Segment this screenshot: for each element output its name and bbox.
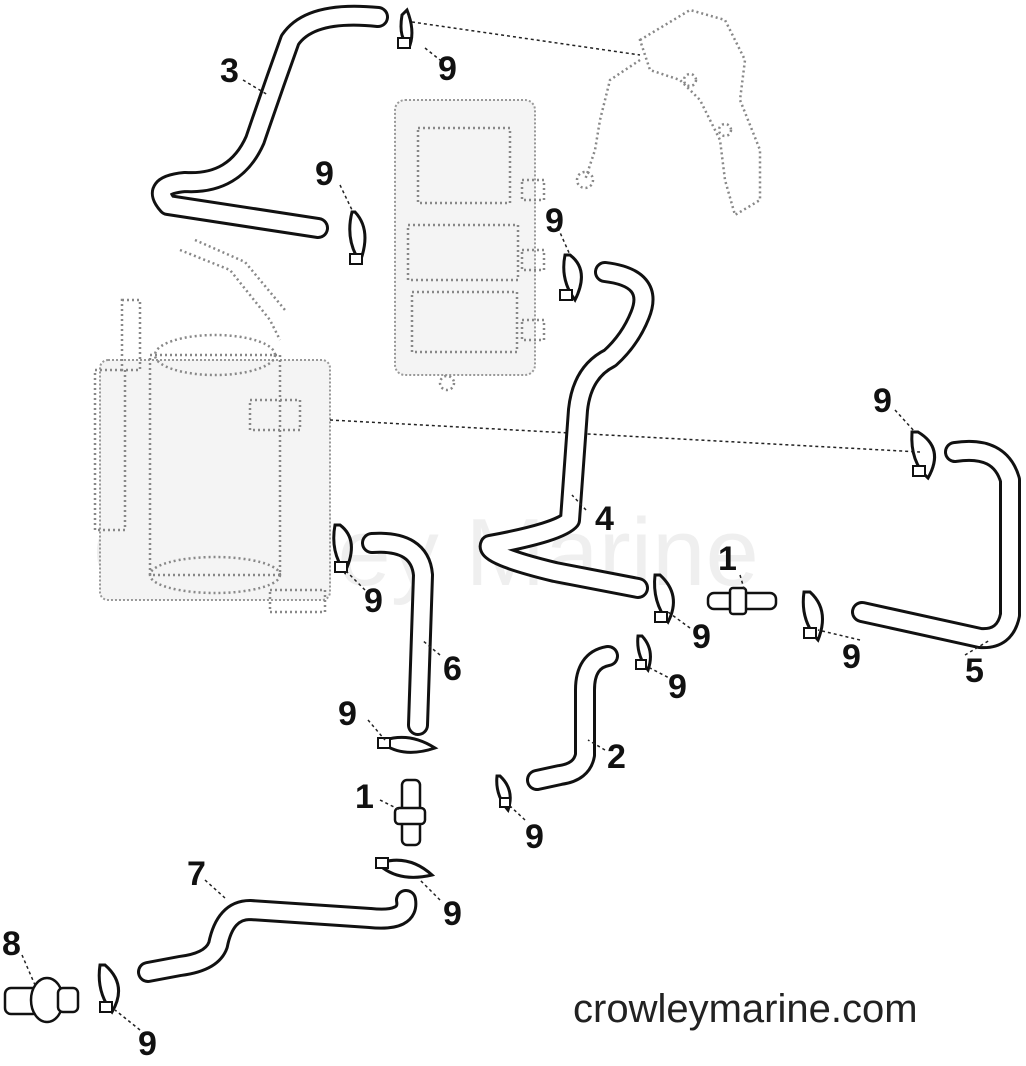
site-url: crowleymarine.com: [573, 987, 918, 1031]
ecu-module: [394, 99, 546, 392]
hose-6: [361, 531, 434, 736]
fitting-8: [3, 976, 80, 1024]
callout-labels: 3 9 9 9 9 4 1 9 9 9 5 9 6 2 9 9 1 9 7 8 …: [2, 50, 984, 1063]
connector-1-right: [706, 586, 778, 616]
callout-9-lower: 9: [525, 818, 544, 856]
callout-9-mid: 9: [545, 202, 564, 240]
clamps: [97, 7, 937, 1015]
callout-3: 3: [220, 52, 239, 90]
callout-7: 7: [187, 855, 206, 893]
callout-9-end: 9: [138, 1025, 157, 1063]
callout-9-right: 9: [873, 382, 892, 420]
callout-9-r2: 9: [842, 638, 861, 676]
upper-wiring-bracket: [575, 8, 762, 217]
callout-9-pump: 9: [364, 582, 383, 620]
reference-line-top: [411, 21, 641, 56]
hose-2: [526, 645, 619, 791]
fuel-pump-assembly: [93, 238, 331, 614]
callout-9-r3: 9: [668, 668, 687, 706]
callout-9-bot: 9: [443, 895, 462, 933]
connector-1-left: [393, 778, 427, 847]
callout-9-top: 9: [438, 50, 457, 88]
hose-4: [478, 261, 655, 599]
callout-9-c2: 9: [338, 695, 357, 733]
callout-6: 6: [443, 650, 462, 688]
callout-9-r1: 9: [692, 618, 711, 656]
callout-5: 5: [965, 652, 984, 690]
callout-4: 4: [595, 500, 614, 538]
background-engine-components: [93, 8, 762, 614]
hose-7: [137, 889, 418, 983]
callout-leaders: [21, 47, 991, 1031]
hose-3: [151, 4, 389, 239]
reference-line-middle: [329, 419, 921, 453]
hose-5: [851, 439, 1021, 650]
callout-2: 2: [607, 738, 626, 776]
callout-8: 8: [2, 925, 21, 963]
callout-1-right: 1: [718, 540, 737, 578]
callout-1-left: 1: [355, 778, 374, 816]
callout-9-left: 9: [315, 155, 334, 193]
